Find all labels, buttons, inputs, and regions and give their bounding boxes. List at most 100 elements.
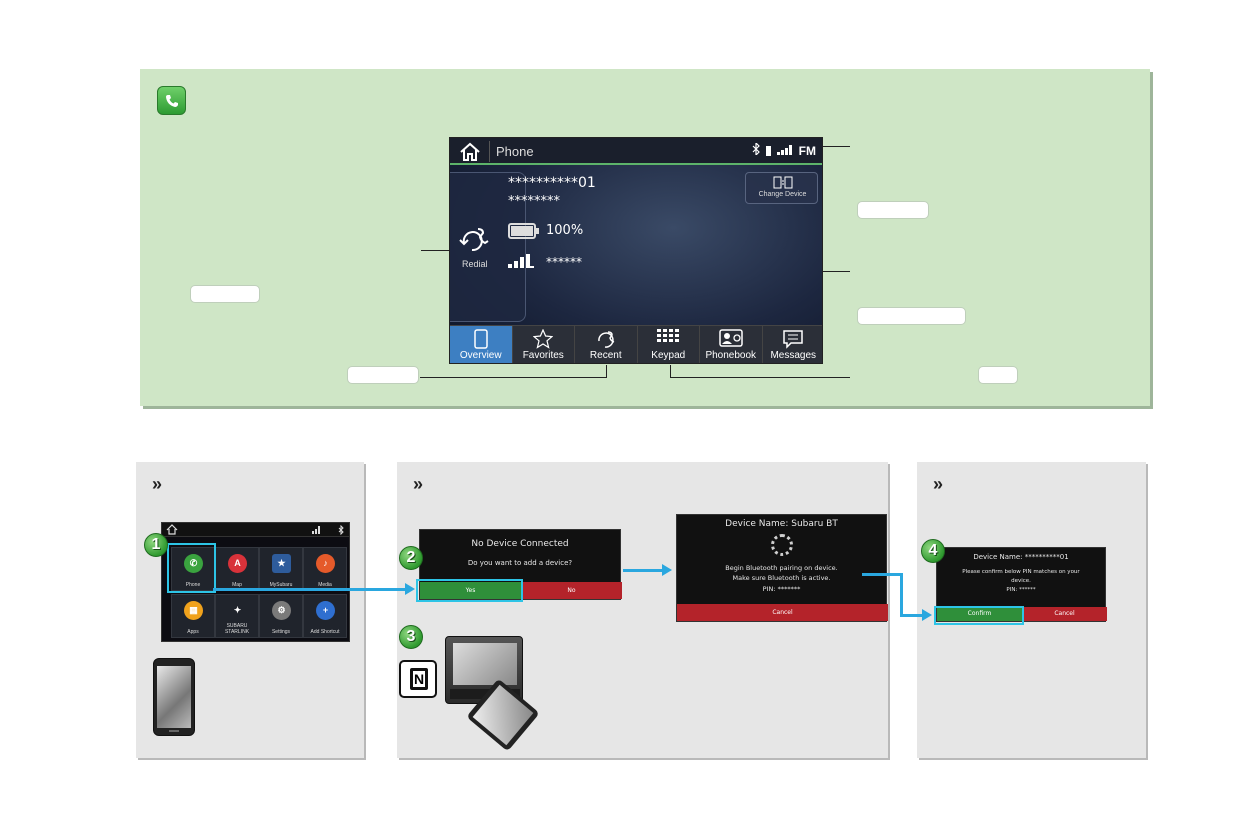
yes-button-highlight (416, 579, 523, 602)
label-pill (857, 201, 929, 219)
tile-label: Map (232, 582, 242, 588)
flow-arrow (862, 573, 902, 576)
dialog-line: Begin Bluetooth pairing on device. (725, 564, 838, 572)
tab-favorites[interactable]: Favorites (513, 326, 575, 363)
plus-icon: + (316, 601, 335, 620)
change-device-label: Change Device (758, 191, 807, 198)
dialog-title: Device Name: **********01 (973, 553, 1069, 561)
label-pill (190, 285, 260, 303)
dialog-no-device: No Device Connected Do you want to add a… (419, 529, 622, 600)
keypad-icon (657, 329, 680, 352)
tile-map[interactable]: A Map (215, 547, 259, 591)
tab-keypad[interactable]: Keypad (638, 326, 700, 363)
home-screen: ✆ Phone A Map ★ MySubaru ♪ Media ▦ Apps … (161, 522, 350, 642)
no-button[interactable]: No (521, 582, 622, 599)
contact-name: ******** (508, 194, 560, 209)
chevron-icon: » (152, 474, 163, 494)
tab-label: Messages (770, 350, 817, 361)
map-icon: A (228, 554, 247, 573)
tab-phonebook[interactable]: Phonebook (700, 326, 763, 363)
tile-media[interactable]: ♪ Media (303, 547, 347, 591)
tab-label: Favorites (522, 350, 564, 361)
dialog-line: Make sure Bluetooth is active. (732, 574, 831, 582)
mysubaru-icon: ★ (272, 554, 291, 573)
tab-label: Phonebook (705, 350, 757, 361)
tile-mysubaru[interactable]: ★ MySubaru (259, 547, 303, 591)
step-badge: 4 (921, 539, 945, 563)
star-icon (532, 328, 554, 354)
message-icon (782, 329, 804, 354)
confirm-button-highlight (934, 606, 1024, 625)
recent-calls-icon (595, 329, 617, 354)
arrow-head-icon (922, 609, 932, 621)
leader-line (670, 365, 671, 378)
dialog-title: Device Name: Subaru BT (725, 519, 838, 529)
change-device-button[interactable]: Change Device (745, 172, 818, 204)
cancel-button[interactable]: Cancel (677, 604, 888, 621)
step-badge: 2 (399, 546, 423, 570)
spinner-icon (771, 534, 793, 556)
dialog-line: Please confirm below PIN matches on your (962, 569, 1080, 575)
nfc-icon: N (399, 660, 437, 698)
tab-label: Recent (589, 350, 622, 361)
tile-phone[interactable]: ✆ Phone (171, 547, 215, 591)
label-pill (857, 307, 966, 325)
battery-icon (765, 145, 771, 156)
home-icon (166, 524, 178, 537)
dialog-question: Do you want to add a device? (467, 559, 573, 567)
tile-settings[interactable]: ⚙ Settings (259, 594, 303, 638)
bluetooth-icon (752, 141, 760, 158)
step-badge: 1 (144, 533, 168, 557)
signal-strength-icon (508, 254, 534, 273)
tab-messages[interactable]: Messages (763, 326, 823, 363)
cancel-button[interactable]: Cancel (1022, 607, 1107, 621)
battery-percent: 100% (546, 223, 584, 238)
status-bar: FM (752, 141, 816, 158)
phone-icon: ✆ (184, 554, 203, 573)
smartphone-illustration (153, 658, 195, 736)
arrow-head-icon (662, 564, 672, 576)
dialog-pin: PIN: ****** (1006, 587, 1036, 593)
dialog-pairing: Device Name: Subaru BT Begin Bluetooth p… (676, 514, 888, 622)
tile-label: Settings (271, 629, 291, 635)
phone-screen: Phone FM Redial **********01 ******** 10… (449, 137, 823, 364)
tab-recent[interactable]: Recent (575, 326, 638, 363)
apps-icon: ▦ (184, 601, 203, 620)
label-pill (978, 366, 1018, 384)
confirm-button[interactable]: Confirm (937, 607, 1022, 621)
tile-apps[interactable]: ▦ Apps (171, 594, 215, 638)
change-device-icon (773, 176, 793, 194)
tab-overview[interactable]: Overview (450, 326, 513, 363)
gear-icon: ⚙ (272, 601, 291, 620)
leader-line (420, 377, 607, 378)
flow-arrow (623, 569, 663, 572)
carrier-name: ****** (546, 255, 582, 269)
tile-label: Media (318, 582, 332, 588)
phone-header: Phone FM (450, 138, 822, 165)
tile-starlink[interactable]: ✦ SUBARU STARLINK (215, 594, 259, 638)
arrow-head-icon (405, 583, 415, 595)
home-icon[interactable] (458, 142, 482, 162)
tile-label: Apps (187, 629, 199, 635)
tile-add-shortcut[interactable]: + Add Shortcut (303, 594, 347, 638)
redial-button[interactable]: Redial (450, 172, 526, 322)
home-status-bar (162, 523, 349, 537)
dialog-line: device. (1011, 578, 1031, 584)
nfc-mark: N (410, 668, 428, 690)
tile-label: Add Shortcut (310, 629, 340, 635)
flow-arrow (900, 614, 924, 617)
phone-number: **********01 (508, 175, 596, 191)
status-text: FM (798, 143, 816, 158)
flow-arrow (213, 588, 407, 591)
tab-label: Keypad (651, 350, 686, 361)
tile-label: SUBARU STARLINK (224, 623, 250, 635)
chevron-icon: » (933, 474, 944, 494)
yes-button[interactable]: Yes (420, 582, 521, 599)
tab-label: Overview (459, 350, 502, 361)
tile-label: Phone (185, 582, 201, 588)
tile-label: MySubaru (269, 582, 293, 588)
chevron-icon: » (413, 474, 424, 494)
dialog-title: No Device Connected (471, 539, 569, 549)
phone-tile-highlight (167, 543, 216, 593)
signal-icon (776, 144, 793, 158)
